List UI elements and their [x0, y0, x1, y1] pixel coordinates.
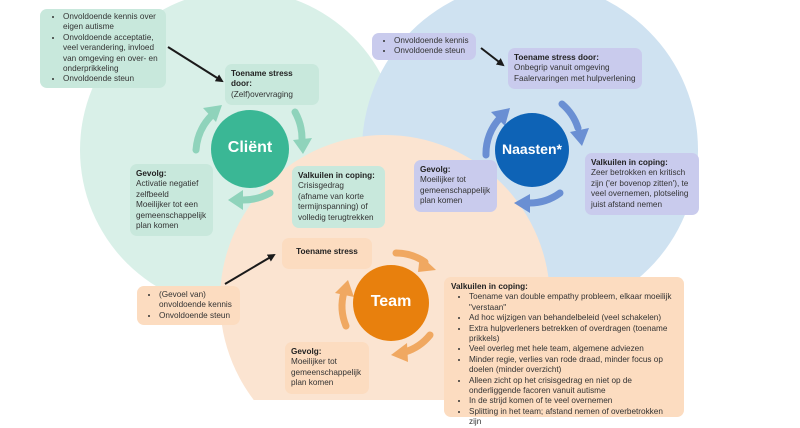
- team-gevolg-title: Gevolg:: [291, 347, 322, 356]
- team-cause-item: Onvoldoende steun: [159, 311, 236, 321]
- naasten-gevolg-title: Gevolg:: [420, 165, 451, 174]
- client-coping-line: (afname van korte: [298, 191, 364, 201]
- naasten-circle: [495, 113, 569, 187]
- client-coping-title: Valkuilen in coping:: [298, 171, 375, 180]
- naasten-cause-item: Onvoldoende kennis: [394, 36, 472, 46]
- client-gevolg-title: Gevolg:: [136, 169, 167, 178]
- client-label: Cliënt: [227, 139, 273, 156]
- naasten-cycle-arrow-icon: [558, 100, 582, 132]
- team-coping-item: Veel overleg met hele team, algemene adv…: [469, 344, 677, 354]
- naasten-coping-line: zijn ('er bovenop zitten'), te: [591, 178, 689, 188]
- naasten-cycle-arrows: [482, 100, 589, 213]
- team-stress-title: Toename stress: [296, 247, 358, 256]
- client-coping-box: Valkuilen in coping: Crisisgedrag (afnam…: [292, 166, 385, 229]
- client-cycle-arrows: [192, 105, 312, 210]
- team-coping-box: Valkuilen in coping: Toename van double …: [444, 277, 684, 426]
- team-coping-item: Toename van double empathy probleem, elk…: [469, 292, 677, 313]
- client-stress-box: Toename stress door: (Zelf)overvraging: [225, 64, 319, 106]
- naasten-coping-title: Valkuilen in coping:: [591, 158, 668, 167]
- client-coping-line: volledig terugtrekken: [298, 212, 374, 222]
- team-cycle-arrows: [335, 249, 436, 362]
- naasten-coping-line: juist afstand nemen: [591, 199, 663, 209]
- team-coping-item: Alleen zicht op het crisisgedrag en niet…: [469, 376, 677, 397]
- client-coping-line: termijnspanning) of: [298, 202, 368, 212]
- naasten-gevolg-box: Gevolg: Moeilijker tot gemeenschappelijk…: [414, 160, 497, 212]
- team-coping-item: Ad hoc wijzigen van behandelbeleid (veel…: [469, 313, 677, 323]
- team-gevolg-line: gemeenschappelijk: [291, 367, 362, 377]
- client-gevolg-line: gemeenschappelijk: [136, 210, 207, 220]
- client-cause-item: Onvoldoende steun: [63, 74, 161, 84]
- team-label: Team: [370, 293, 412, 310]
- client-stress-title: Toename stress door:: [231, 69, 293, 89]
- naasten-stress-line: Onbegrip vanuit omgeving: [514, 63, 610, 73]
- naasten-stress-title: Toename stress door:: [514, 53, 599, 62]
- client-cycle-arrow-icon: [291, 108, 306, 144]
- naasten-causes-box: Onvoldoende kennis Onvoldoende steun: [372, 33, 476, 60]
- client-gevolg-box: Gevolg: Activatie negatief zelfbeeld Moe…: [130, 164, 213, 237]
- client-stress-line: (Zelf)overvraging: [231, 89, 293, 99]
- client-cycle-arrow-icon: [192, 111, 216, 154]
- team-cause-item: (Gevoel van) onvoldoende kennis: [159, 290, 236, 311]
- naasten-gevolg-line: plan komen: [420, 196, 463, 206]
- client-pointer-arrow-icon: [167, 46, 224, 83]
- naasten-gevolg-line: Moeilijker tot: [420, 175, 466, 185]
- client-gevolg-line: Moeilijker tot een: [136, 200, 198, 210]
- naasten-coping-line: veel overnemen, plotseling: [591, 189, 689, 199]
- client-cause-item: Onvoldoende acceptatie, veel verandering…: [63, 33, 161, 75]
- team-coping-item: In de strijd komen of te veel overnemen: [469, 396, 677, 406]
- naasten-coping-line: Zeer betrokken en kritisch: [591, 168, 686, 178]
- client-gevolg-line: plan komen: [136, 221, 179, 231]
- team-cycle-arrow-icon: [338, 288, 350, 330]
- naasten-label: Naasten*: [502, 141, 562, 157]
- naasten-gevolg-line: gemeenschappelijk: [420, 185, 491, 195]
- team-gevolg-line: Moeilijker tot: [291, 357, 337, 367]
- team-coping-item: Splitting in het team; afstand nemen of …: [469, 407, 677, 428]
- client-gevolg-line: Activatie negatief: [136, 179, 199, 189]
- naasten-cause-item: Onvoldoende steun: [394, 46, 472, 56]
- team-coping-item: Minder regie, verlies van rode draad, mi…: [469, 355, 677, 376]
- team-causes-box: (Gevoel van) onvoldoende kennis Onvoldoe…: [137, 286, 240, 326]
- team-stress-box: Toename stress: [282, 238, 372, 269]
- team-coping-title: Valkuilen in coping:: [451, 282, 528, 291]
- naasten-coping-box: Valkuilen in coping: Zeer betrokken en k…: [585, 153, 699, 216]
- team-circle: [353, 265, 429, 341]
- team-pointer-arrow-icon: [224, 253, 276, 285]
- naasten-stress-line: Faalervaringen met hulpverlening: [514, 73, 636, 83]
- team-gevolg-line: plan komen: [291, 378, 334, 388]
- client-causes-box: Onvoldoende kennis over eigen autisme On…: [40, 9, 166, 88]
- naasten-cycle-arrow-icon: [482, 114, 504, 159]
- client-coping-line: Crisisgedrag: [298, 181, 344, 191]
- client-gevolg-line: zelfbeeld: [136, 189, 169, 199]
- team-coping-item: Extra hulpverleners betrekken of overdra…: [469, 324, 677, 345]
- naasten-pointer-arrow-icon: [480, 47, 505, 67]
- naasten-stress-box: Toename stress door: Onbegrip vanuit omg…: [508, 48, 642, 90]
- team-gevolg-box: Gevolg: Moeilijker tot gemeenschappelijk…: [285, 342, 369, 394]
- client-circle: [211, 110, 289, 188]
- client-cause-item: Onvoldoende kennis over eigen autisme: [63, 12, 161, 33]
